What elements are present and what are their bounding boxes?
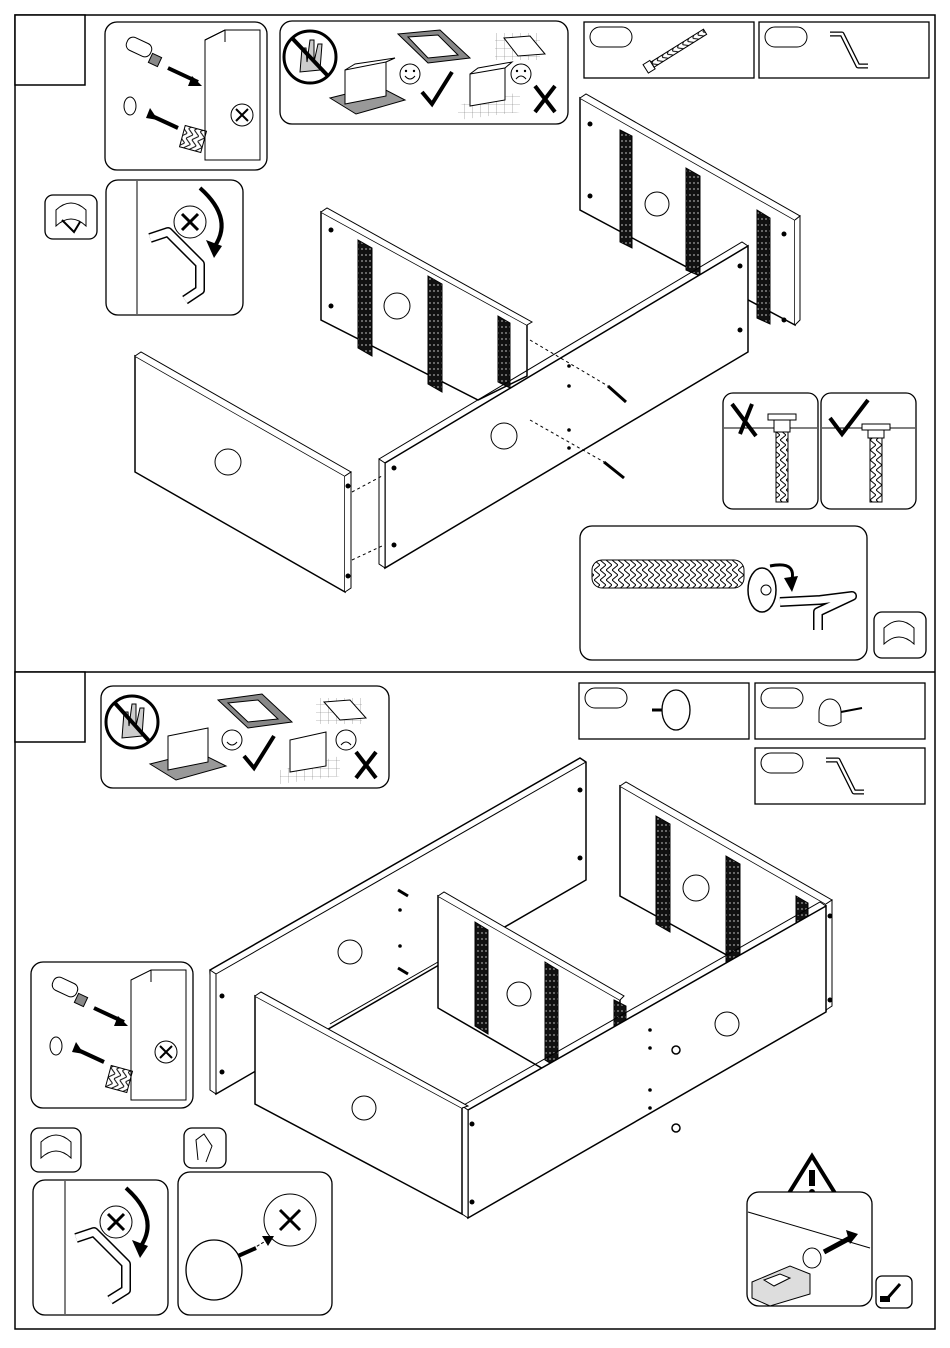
part-box-allen-key-2 <box>755 748 925 804</box>
part-box-long-bolt <box>584 22 754 78</box>
tighten-icon <box>45 195 97 239</box>
cam-lock-detail <box>105 22 267 170</box>
cam-lock-detail-2 <box>31 962 193 1108</box>
step-2-number-box <box>15 672 85 742</box>
part-box-nail-pad <box>755 683 925 739</box>
step-1-number-box <box>15 15 85 85</box>
surface-warning-detail-2 <box>101 686 389 788</box>
frown-icon <box>511 64 531 84</box>
hand-insert-icon <box>184 1128 226 1168</box>
bolt-tighten-detail <box>580 526 926 660</box>
surface-warning-detail <box>280 21 568 124</box>
cabinet-body <box>210 758 833 1218</box>
end-panel <box>135 352 382 592</box>
allen-key-tighten-detail-2 <box>33 1180 168 1315</box>
cam-pin-insert-detail <box>178 1172 332 1315</box>
tighten-icon-2 <box>31 1128 81 1172</box>
caution-detail <box>747 1156 912 1308</box>
left-side-panel <box>321 208 532 400</box>
part-box-cam-pin <box>579 683 749 739</box>
bolt-flush-check <box>723 393 916 509</box>
part-box-allen-key <box>759 22 929 78</box>
step-1 <box>15 15 929 660</box>
smile-icon <box>400 64 420 84</box>
allen-key-tighten-detail <box>106 180 243 315</box>
step-2 <box>15 672 925 1315</box>
